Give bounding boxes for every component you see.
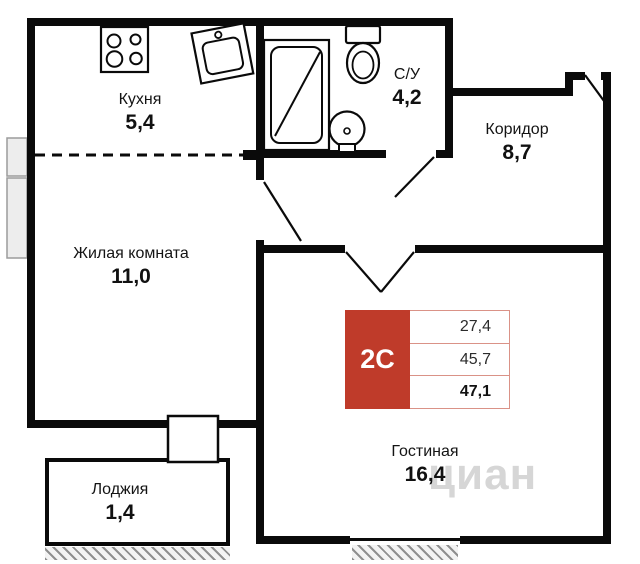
loggia-wall-right [226,458,230,546]
room-label-loggia: Лоджия 1,4 [92,480,149,526]
wall-entry-top-left [573,72,585,80]
room-area-living-room: 11,0 [111,265,151,288]
external-box-lower [6,177,28,259]
wall-lounge-bottom-left [264,536,350,544]
area-table-row: 45,7 [410,344,509,377]
apartment-info-badge: 2С 27,4 45,7 47,1 [345,310,510,409]
wall-dashed-end-stub [243,150,264,160]
shower-tray [270,46,323,144]
walls [27,18,611,544]
loggia-railing-hatch [45,547,230,560]
stove-burner [129,33,142,46]
loggia-walls [45,458,230,546]
washbasin-drain [343,127,351,135]
room-name-corridor: Коридор [485,121,549,138]
room-name-bathroom: С/У [393,66,421,83]
loggia-wall-left [45,458,49,546]
entrance-door-leaf [584,74,605,102]
room-area-kitchen: 5,4 [125,111,155,134]
shower-screen [274,51,321,137]
external-elements [6,137,28,259]
wall-bathroom-right [445,18,453,158]
room-label-kitchen: Кухня 5,4 [119,90,162,136]
door-leaves [263,74,605,293]
wall-corridor-top [453,88,573,96]
living-room-door-leaf [263,181,302,242]
area-table: 27,4 45,7 47,1 [410,310,510,409]
area-table-row: 47,1 [459,383,491,401]
stove-icon [99,25,150,74]
apartment-type-label: 2С [345,310,410,409]
room-label-bathroom: С/У 4,2 [392,65,421,111]
external-box-upper [6,137,28,177]
wall-center-vertical-upper [256,18,264,180]
shower-icon [262,38,331,152]
kitchen-sink-icon [190,22,255,85]
stove-burner [129,51,143,66]
wall-lounge-bottom-right [460,536,611,544]
loggia-wall-top-left [45,458,168,462]
wall-lounge-top-right [415,245,611,253]
toilet-bowl-inner [351,50,375,80]
room-label-lounge: Гостиная 16,4 [391,442,458,488]
room-label-living-room: Жилая комната 11,0 [73,244,189,290]
stove-burner [105,50,124,68]
lounge-opening-left [345,251,382,293]
wall-center-vertical-lower [256,240,264,544]
wall-bathroom-bottom-stub [436,150,453,158]
toilet-icon [344,24,382,85]
wall-top [27,18,453,26]
bathroom-door-leaf [394,156,435,198]
wall-right [603,72,611,544]
wall-lounge-top-left [264,245,345,253]
room-name-kitchen: Кухня [118,91,162,108]
washbasin-bowl [328,110,366,148]
room-name-living-room: Жилая комната [73,245,189,262]
loggia-wall-top-right [218,458,230,462]
washbasin-icon [328,110,366,153]
toilet-tank [344,24,382,45]
lounge-balcony-hatch [352,545,458,560]
room-area-loggia: 1,4 [105,501,135,524]
sink-body [190,22,255,85]
balcony-door [166,414,220,464]
wall-living-bottom [27,420,264,428]
room-name-lounge: Гостиная [391,443,459,460]
room-area-corridor: 8,7 [502,141,532,164]
area-table-row: 27,4 [410,311,509,344]
washbasin-pedestal [338,143,356,153]
room-area-lounge: 16,4 [404,463,446,486]
stove-burner [106,33,122,49]
loggia-wall-bottom [45,542,230,546]
window-line-lounge [350,538,460,541]
room-name-loggia: Лоджия [91,481,149,498]
lounge-opening-right [380,251,415,293]
stove-body [99,25,150,74]
sink-basin [201,36,245,76]
wall-entry-step-vertical [565,72,573,96]
wall-left [27,18,35,428]
wall-bathroom-bottom [264,150,386,158]
room-label-corridor: Коридор 8,7 [485,120,548,166]
room-area-bathroom: 4,2 [392,86,422,109]
sink-faucet [214,30,223,39]
watermark: циан [428,450,538,499]
